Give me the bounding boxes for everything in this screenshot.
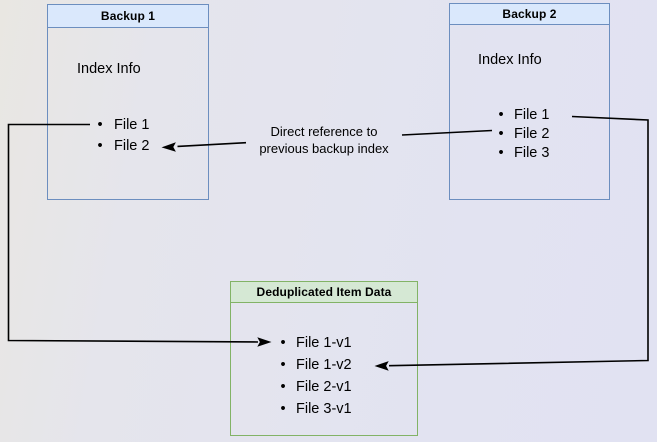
list-item: • File 2 xyxy=(493,125,549,144)
backup2-index-info-label: Index Info xyxy=(478,52,542,68)
item-label: File 2 xyxy=(114,138,150,154)
item-label: File 2-v1 xyxy=(296,379,352,395)
dedup-file-list: • File 1-v1 • File 1-v2 • File 2-v1 • Fi… xyxy=(275,332,352,420)
bullet-icon: • xyxy=(498,126,504,142)
bullet-icon: • xyxy=(280,379,286,395)
backup1-title: Backup 1 xyxy=(100,9,156,23)
bullet-icon: • xyxy=(97,138,103,154)
bullet-icon: • xyxy=(97,117,103,133)
bullet-icon: • xyxy=(280,401,286,417)
annotation-label: Direct reference to previous backup inde… xyxy=(238,123,410,157)
backup1-index-info-label: Index Info xyxy=(77,61,141,77)
item-label: File 3-v1 xyxy=(296,401,352,417)
backup1-header: Backup 1 xyxy=(48,5,208,28)
backup2-header: Backup 2 xyxy=(450,4,609,25)
backup1-box: Backup 1 Index Info • File 1 • File 2 xyxy=(47,4,209,200)
annotation-line2: previous backup index xyxy=(259,141,389,156)
item-label: File 1-v1 xyxy=(296,335,352,351)
bullet-icon: • xyxy=(280,357,286,373)
bullet-icon: • xyxy=(498,145,504,161)
list-item: • File 3-v1 xyxy=(275,398,352,420)
backup1-file-list: • File 1 • File 2 xyxy=(92,115,149,157)
list-item: • File 1 xyxy=(493,106,549,125)
dedup-box: Deduplicated Item Data • File 1-v1 • Fil… xyxy=(230,281,418,436)
dedup-title: Deduplicated Item Data xyxy=(256,285,392,299)
backup2-file-list: • File 1 • File 2 • File 3 xyxy=(493,106,549,163)
list-item: • File 1-v1 xyxy=(275,332,352,354)
list-item: • File 2 xyxy=(92,136,149,157)
bullet-icon: • xyxy=(498,107,504,123)
backup2-title: Backup 2 xyxy=(502,7,557,21)
bullet-icon: • xyxy=(280,335,286,351)
list-item: • File 3 xyxy=(493,144,549,163)
annotation-line1: Direct reference to xyxy=(270,124,378,139)
list-item: • File 1 xyxy=(92,115,149,136)
list-item: • File 2-v1 xyxy=(275,376,352,398)
item-label: File 1 xyxy=(114,117,150,133)
backup2-box: Backup 2 Index Info • File 1 • File 2 • … xyxy=(449,3,610,200)
list-item: • File 1-v2 xyxy=(275,354,352,376)
item-label: File 3 xyxy=(514,145,550,161)
dedup-header: Deduplicated Item Data xyxy=(231,282,417,303)
item-label: File 1-v2 xyxy=(296,357,352,373)
item-label: File 1 xyxy=(514,107,550,123)
item-label: File 2 xyxy=(514,126,550,142)
